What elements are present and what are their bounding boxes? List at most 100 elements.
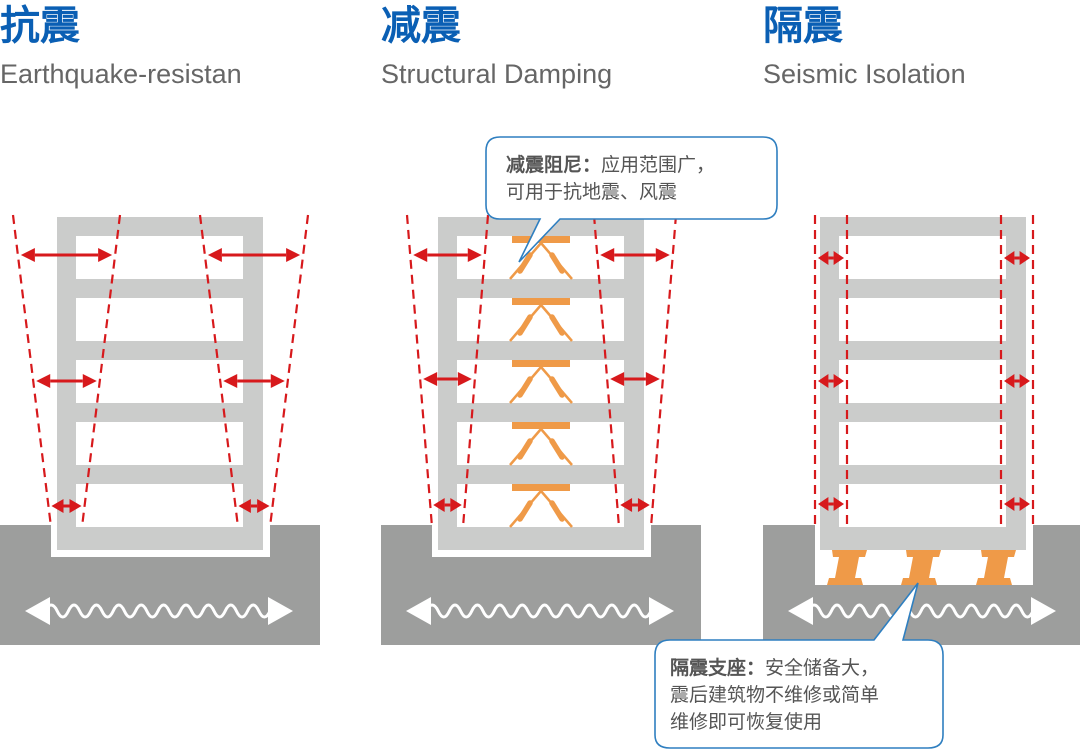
damper-plate bbox=[512, 484, 570, 491]
sway-arrowhead-left bbox=[1004, 497, 1015, 511]
damping-callout-line1: 应用范围广， bbox=[601, 154, 716, 176]
damper-cylinder bbox=[517, 314, 533, 336]
ground-wave-line bbox=[423, 603, 653, 619]
floor-opening bbox=[839, 236, 1006, 279]
sway-arrowhead-left bbox=[610, 372, 625, 386]
damping-callout-bubble bbox=[485, 136, 778, 263]
isolation-bearing bbox=[827, 550, 867, 585]
sway-arrowhead-right bbox=[637, 498, 650, 512]
sway-arrowhead-right bbox=[1019, 374, 1030, 388]
sway-arrowhead-right bbox=[833, 374, 844, 388]
sway-arrowhead-left bbox=[818, 497, 829, 511]
sway-arrowhead-left bbox=[620, 498, 633, 512]
sway-arrowhead-right bbox=[450, 498, 462, 512]
sway-guide-line bbox=[268, 214, 310, 528]
floor-opening bbox=[76, 422, 243, 465]
sway-arrowhead-right bbox=[833, 497, 844, 511]
isolation-callout-line2: 震后建筑物不维修或简单 bbox=[670, 684, 880, 706]
damper-cylinder bbox=[549, 252, 565, 274]
panel-structural-damping bbox=[381, 214, 701, 645]
isolation-callout-label: 隔震支座： bbox=[670, 657, 766, 679]
isolation-callout-line3: 维修即可恢复使用 bbox=[670, 711, 823, 733]
sway-arrowhead-right bbox=[270, 374, 285, 388]
isolation-callout-text: 隔震支座：安全储备大， 震后建筑物不维修或简单 维修即可恢复使用 bbox=[670, 655, 879, 736]
damper-cylinder bbox=[549, 438, 565, 460]
sway-arrowhead-left bbox=[818, 374, 829, 388]
sway-arrowhead-left bbox=[600, 248, 615, 262]
panel-2-title-en: Structural Damping bbox=[381, 59, 613, 89]
damping-callout-text: 减震阻尼：应用范围广， 可用于抗地震、风震 bbox=[506, 152, 715, 206]
damper-cylinder bbox=[517, 438, 533, 460]
floor-opening bbox=[839, 360, 1006, 403]
damper-cylinder bbox=[517, 376, 533, 398]
damper-cylinder bbox=[517, 500, 533, 522]
sway-arrowhead-left bbox=[51, 499, 64, 513]
sway-arrowhead-right bbox=[98, 248, 113, 262]
sway-guide-line bbox=[198, 214, 240, 528]
sway-arrowhead-left bbox=[36, 374, 51, 388]
sway-arrowhead-left bbox=[1004, 374, 1015, 388]
floor-opening bbox=[839, 484, 1006, 527]
sway-arrowhead-right bbox=[1019, 497, 1030, 511]
ground-wave-line bbox=[42, 603, 272, 619]
wave-arrowhead-right bbox=[649, 597, 674, 625]
floor-opening bbox=[76, 360, 243, 403]
floor-opening bbox=[839, 422, 1006, 465]
wave-arrowhead-left bbox=[406, 597, 431, 625]
sway-guide-line bbox=[80, 214, 122, 528]
wave-arrowhead-right bbox=[268, 597, 293, 625]
sway-arrowhead-right bbox=[69, 499, 82, 513]
isolation-callout-line1: 安全储备大， bbox=[765, 657, 880, 679]
damper-cylinder bbox=[549, 314, 565, 336]
sway-arrowhead-right bbox=[467, 248, 482, 262]
floor-opening bbox=[76, 298, 243, 341]
sway-arrowhead-right bbox=[286, 248, 301, 262]
floor-opening bbox=[839, 298, 1006, 341]
sway-arrowhead-right bbox=[257, 499, 270, 513]
panel-1-title-en: Earthquake-resistan bbox=[0, 59, 242, 89]
damping-callout-label: 减震阻尼： bbox=[506, 154, 602, 176]
wave-arrowhead-right bbox=[1031, 597, 1056, 625]
panel-3-title-en: Seismic Isolation bbox=[763, 59, 966, 89]
sway-arrowhead-right bbox=[655, 248, 670, 262]
damper-cylinder bbox=[517, 252, 533, 274]
damper-plate bbox=[512, 360, 570, 367]
damper-plate bbox=[512, 422, 570, 429]
sway-arrowhead-left bbox=[223, 374, 238, 388]
panel-1-title-cn: 抗震 bbox=[0, 3, 80, 49]
damper-plate bbox=[512, 298, 570, 305]
damping-callout-line2: 可用于抗地震、风震 bbox=[506, 181, 678, 203]
ground-wave-line bbox=[805, 603, 1035, 619]
sway-guide-line bbox=[592, 214, 621, 528]
floor-opening bbox=[76, 484, 243, 527]
panel-earthquake-resistant bbox=[0, 214, 320, 645]
isolation-bearing bbox=[976, 550, 1016, 585]
sway-arrowhead-left bbox=[433, 498, 445, 512]
sway-guide-line bbox=[649, 214, 678, 528]
sway-arrowhead-left bbox=[423, 372, 438, 386]
damper-cylinder bbox=[549, 500, 565, 522]
sway-arrowhead-right bbox=[645, 372, 660, 386]
damper-cylinder bbox=[549, 376, 565, 398]
sway-arrowhead-left bbox=[413, 248, 428, 262]
callout-bubbles bbox=[485, 136, 944, 749]
sway-arrowhead-left bbox=[238, 499, 251, 513]
sway-guide-line bbox=[461, 214, 490, 528]
sway-arrowhead-right bbox=[833, 251, 844, 265]
panel-3-title-cn: 隔震 bbox=[763, 3, 843, 49]
sway-arrowhead-right bbox=[457, 372, 472, 386]
isolation-callout-bubble bbox=[654, 582, 944, 749]
wave-arrowhead-left bbox=[788, 597, 813, 625]
panel-seismic-isolation bbox=[763, 215, 1080, 645]
sway-arrowhead-left bbox=[1004, 251, 1015, 265]
panel-2-title-cn: 减震 bbox=[381, 3, 461, 49]
sway-guide-line bbox=[11, 214, 53, 528]
sway-arrowhead-left bbox=[20, 248, 35, 262]
sway-arrowhead-left bbox=[818, 251, 829, 265]
sway-arrowhead-right bbox=[82, 374, 97, 388]
sway-guide-line bbox=[405, 214, 434, 528]
isolation-bearing bbox=[901, 550, 941, 585]
sway-arrowhead-right bbox=[1019, 251, 1030, 265]
wave-arrowhead-left bbox=[25, 597, 50, 625]
